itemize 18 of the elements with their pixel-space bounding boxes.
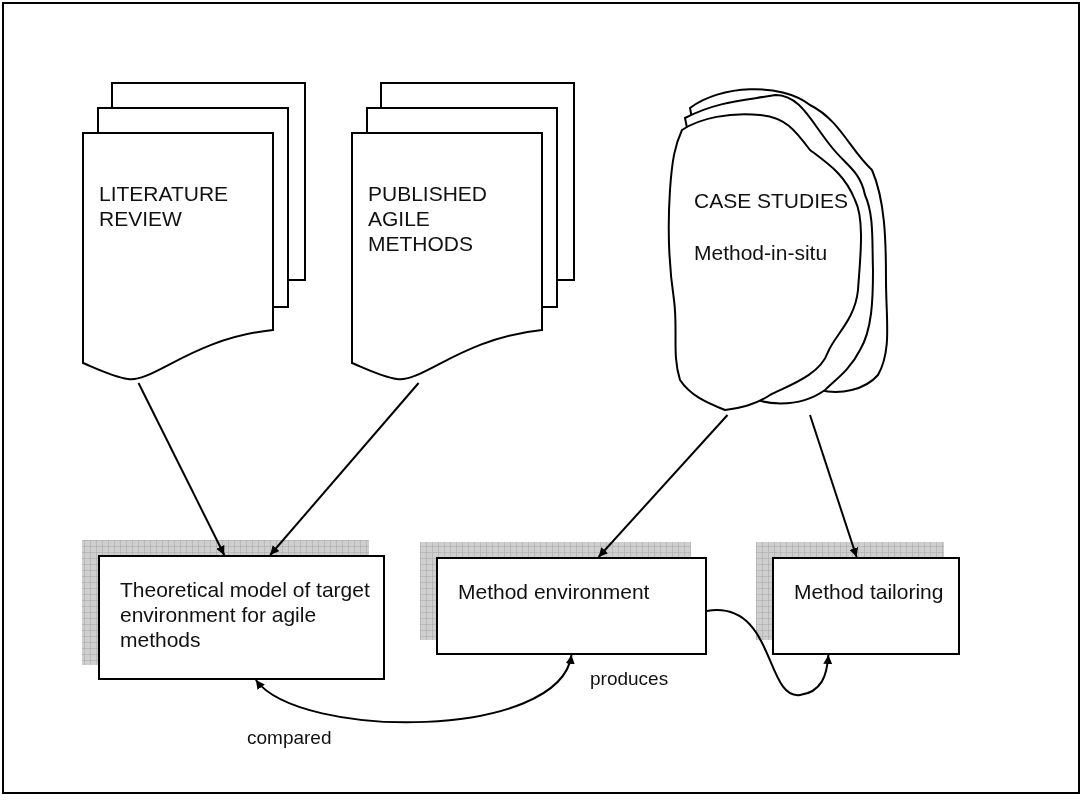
cloud-subtext: Method-in-situ <box>694 240 829 265</box>
arrow <box>706 609 833 696</box>
arrow <box>597 414 729 558</box>
document-title: LITERATURE REVIEW <box>99 181 230 231</box>
arrow <box>269 382 420 556</box>
document-stack <box>83 83 305 383</box>
arrow <box>809 414 859 558</box>
process-box <box>772 557 960 655</box>
box-text: Theoretical model of target environment for agile methods <box>120 577 371 652</box>
process-box <box>436 557 707 655</box>
box-text: Method tailoring <box>794 579 945 604</box>
cloud-heading: CASE STUDIES <box>694 188 850 213</box>
document-title: PUBLISHED AGILE METHODS <box>368 181 489 256</box>
process-box <box>98 555 385 680</box>
document-stack <box>352 83 574 383</box>
box-text: Method environment <box>458 579 651 604</box>
arrow <box>137 382 226 556</box>
arrow <box>254 654 573 723</box>
